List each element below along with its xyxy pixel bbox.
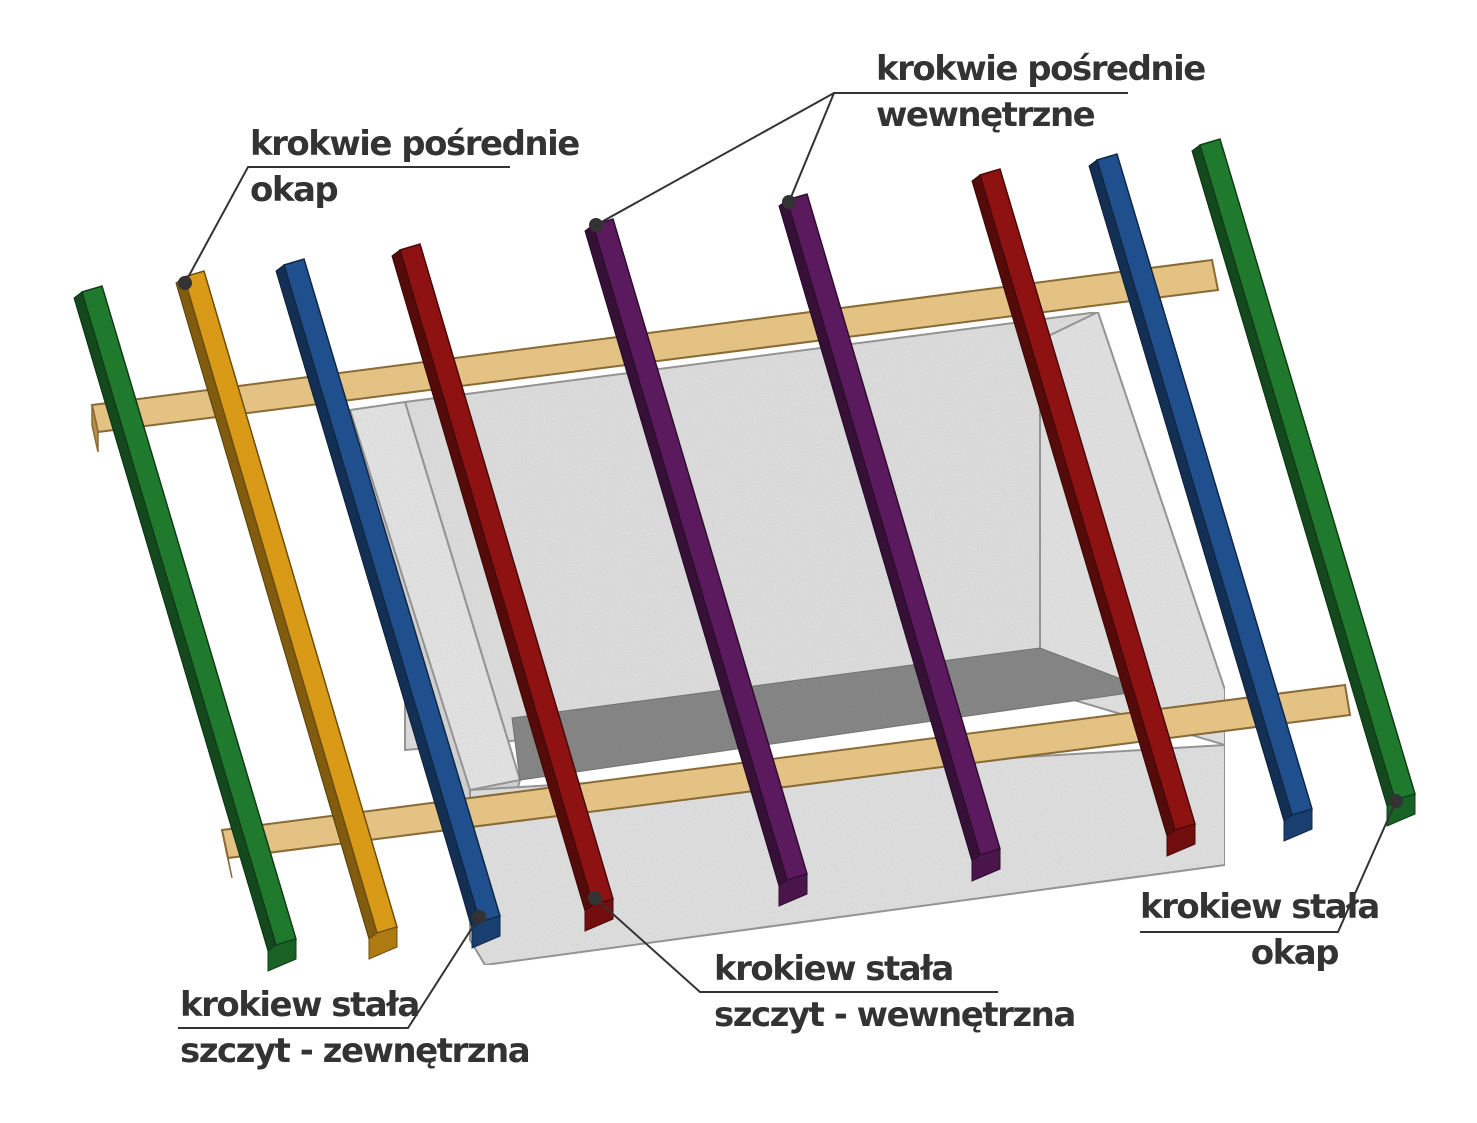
label-krokiew-stala-szczyt-wewnetrzna: krokiew stała szczyt - wewnętrzna [714, 946, 1076, 1038]
label-stala-szczyt-zewnetrzna-line2: szczyt - zewnętrzna [180, 1031, 531, 1071]
dot-green-right [1389, 794, 1403, 808]
dot-purple-right [782, 195, 796, 209]
label-stala-szczyt-zewnetrzna-line1: krokiew stała [180, 985, 420, 1025]
batten-lower-end [221, 829, 233, 879]
label-krokwie-posrednie-okap: krokwie pośrednie okap [250, 121, 580, 213]
rafter-green-left-end [267, 938, 297, 972]
dot-purple-left [589, 218, 603, 232]
marker-dots [178, 195, 1403, 924]
dot-blue-left [472, 910, 486, 924]
leader-stala-okap [1140, 800, 1397, 933]
rafter-purple-right-end [971, 848, 1001, 882]
label-krokiew-stala-okap: krokiew stała okap [1140, 884, 1380, 976]
concrete-block [333, 310, 1226, 967]
label-stala-szczyt-wewnetrzna-line2: szczyt - wewnętrzna [714, 995, 1076, 1035]
label-posrednie-wewnetrzne-line1: krokwie pośrednie [876, 49, 1206, 89]
dot-red-left [588, 891, 602, 905]
label-posrednie-okap-line1: krokwie pośrednie [250, 124, 580, 164]
label-posrednie-wewnetrzne-line2: wewnętrzne [876, 95, 1096, 135]
rafters-group [73, 138, 1416, 972]
batten-upper-end [91, 404, 99, 453]
label-stala-okap-line2: okap [1250, 933, 1340, 973]
label-stala-okap-line1: krokiew stała [1140, 887, 1380, 927]
rafter-purple-left-end [778, 873, 808, 907]
label-krokwie-posrednie-wewnetrzne: krokwie pośrednie wewnętrzne [876, 46, 1206, 138]
leader-posrednie-okap [184, 166, 510, 284]
leader-posrednie-wewnetrzne-b [788, 92, 835, 203]
label-krokiew-stala-szczyt-zewnetrzna: krokiew stała szczyt - zewnętrzna [180, 982, 531, 1074]
rafter-yellow-left-end [368, 926, 398, 960]
leader-stala-szczyt-zewnetrzna [178, 916, 480, 1029]
rafter-blue-right-end [1283, 808, 1313, 842]
dot-yellow [178, 276, 192, 290]
label-posrednie-okap-line2: okap [250, 170, 339, 210]
leader-stala-szczyt-wewnetrzna [594, 897, 998, 993]
label-stala-szczyt-wewnetrzna-line1: krokiew stała [714, 949, 954, 989]
leader-lines [178, 92, 1397, 1029]
rafter-red-right-end [1166, 823, 1196, 857]
